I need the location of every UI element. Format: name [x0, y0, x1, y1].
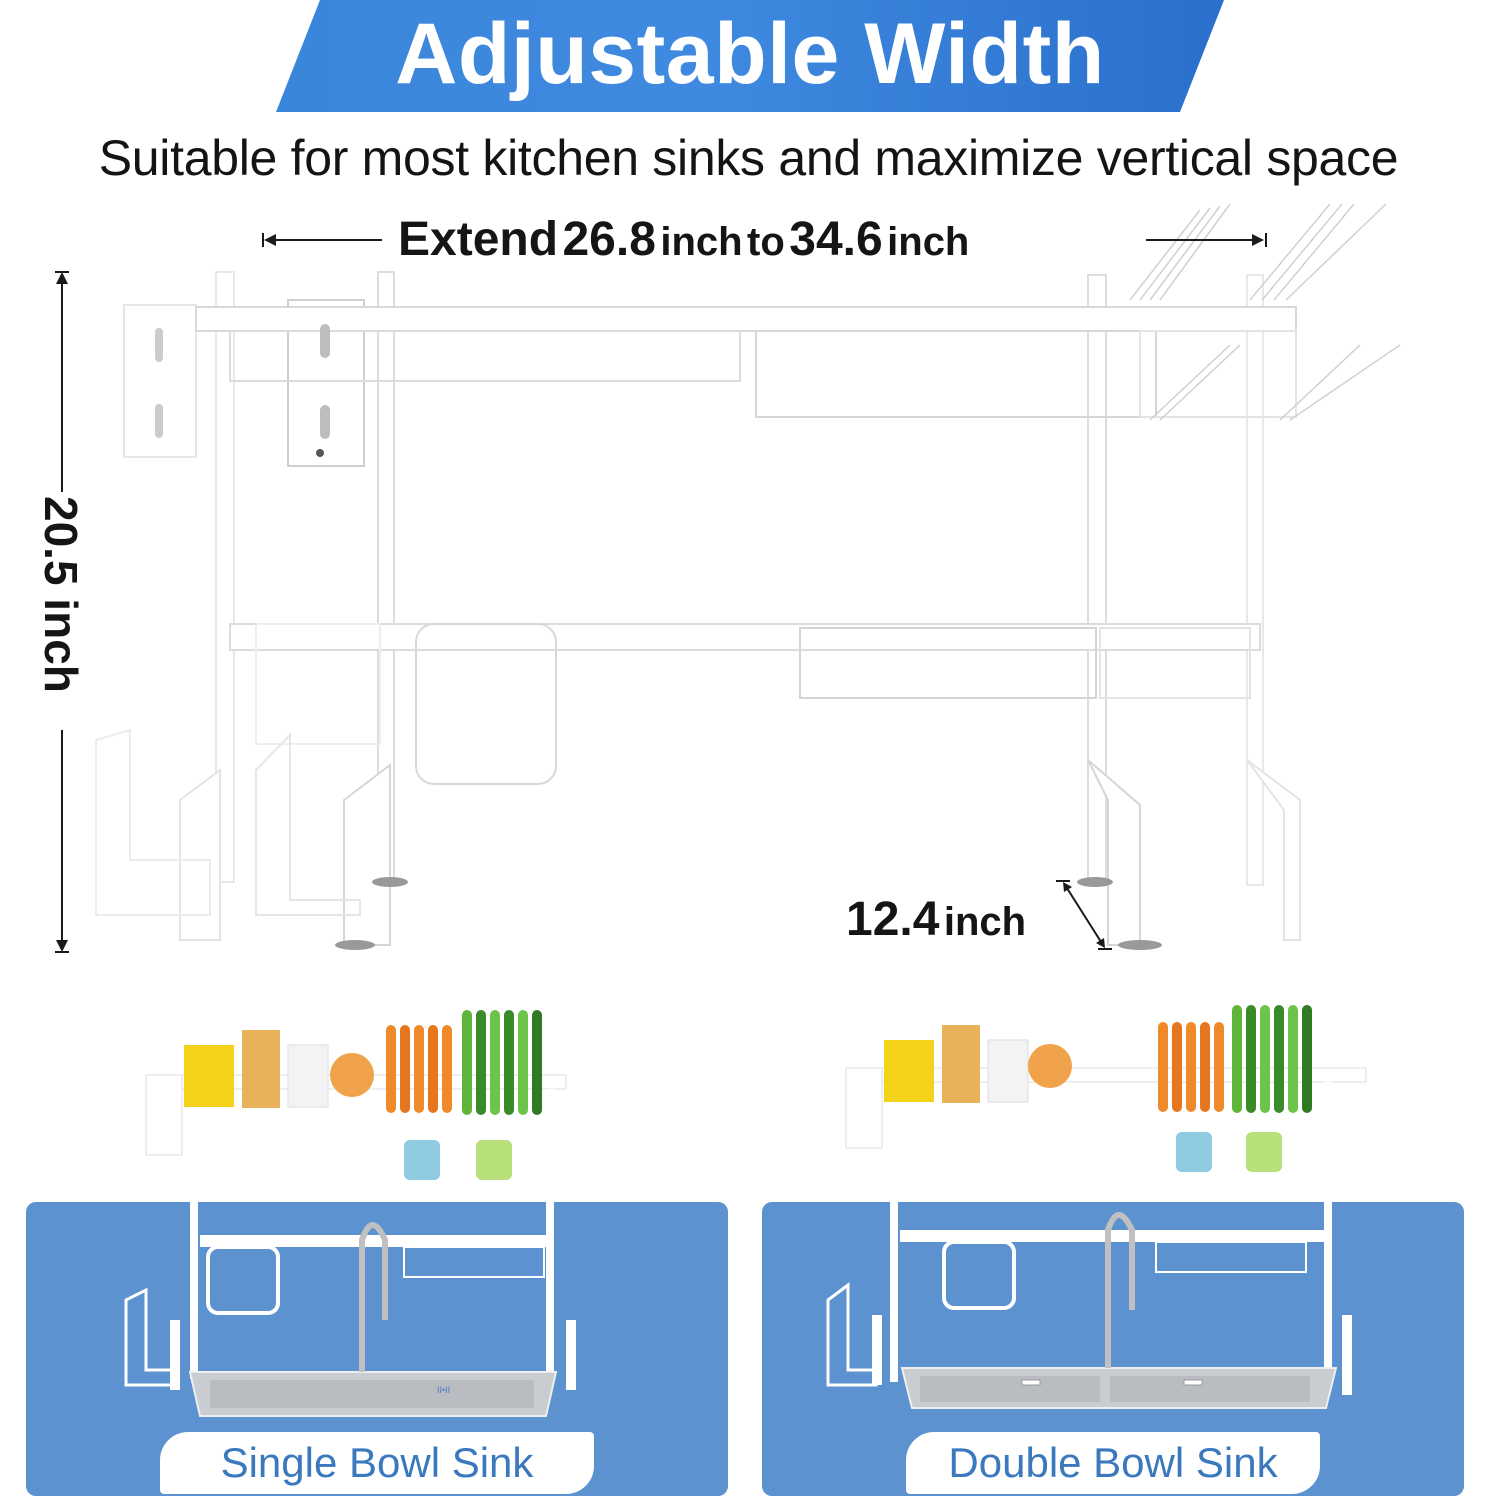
width-dim-line-left	[270, 239, 382, 241]
title-banner	[276, 0, 1224, 112]
height-dim-line-top	[61, 282, 63, 492]
dish-rack-illustration	[95, 203, 1401, 950]
height-arrow-up-icon	[56, 272, 68, 284]
page-subtitle: Suitable for most kitchen sinks and maxi…	[98, 130, 1399, 186]
single-bowl-sink-label: Single Bowl Sink	[160, 1432, 594, 1494]
height-dim-tick-bottom	[55, 951, 69, 953]
double-bowl-sink-label: Double Bowl Sink	[906, 1432, 1320, 1494]
width-dim-line-right	[1146, 239, 1258, 241]
width-arrow-right-icon	[1252, 234, 1264, 246]
svg-text:II•II: II•II	[437, 1385, 450, 1395]
depth-arrow-icon	[1056, 880, 1112, 950]
depth-dimension-label: 12.4 inch	[846, 893, 1027, 946]
double-bowl-rack	[826, 1005, 1367, 1409]
width-dimension-label: Extend 26.8 inch to 34.6 inch	[398, 213, 970, 266]
height-dim-line-bottom	[61, 730, 63, 942]
page-title: Adjustable Width	[395, 6, 1105, 102]
height-dimension-label: 20.5 inch	[35, 496, 87, 693]
height-arrow-down-icon	[56, 940, 68, 952]
width-dim-tick-right	[1265, 233, 1267, 247]
sink-example-illustrations: II•II	[124, 1005, 1367, 1417]
single-bowl-rack: II•II	[124, 1010, 576, 1417]
width-dim-tick-left	[262, 233, 264, 247]
